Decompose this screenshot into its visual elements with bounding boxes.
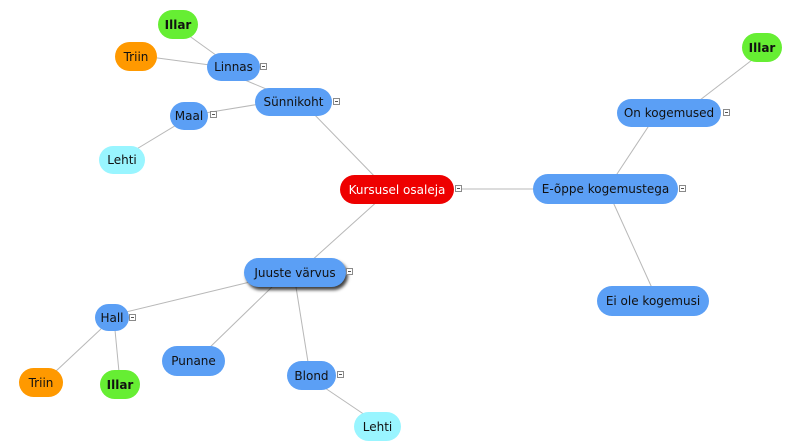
connector-juuste-hall [125,281,251,313]
collapse-toggle-icon[interactable] [346,268,353,275]
connector-maal-lehti [134,123,179,151]
connector-central-synnikoht [309,109,381,183]
connector-central-juuste [309,198,381,263]
node-hall[interactable]: Hall [95,304,129,331]
connector-onkogemused-illar [699,59,753,101]
collapse-toggle-icon[interactable] [679,185,686,192]
node-triin-hall[interactable]: Triin [19,368,63,397]
collapse-toggle-icon[interactable] [337,371,344,378]
node-maal[interactable]: Maal [170,102,208,130]
node-blond[interactable]: Blond [287,361,336,390]
connector-blond-lehti [324,387,366,416]
connector-eoppe-eiole [612,201,653,289]
connector-juuste-punane [204,286,273,353]
node-illar-linnas[interactable]: Illar [158,10,198,39]
node-lehti-blond[interactable]: Lehti [354,412,401,441]
collapse-toggle-icon[interactable] [260,63,267,70]
connector-hall-illar [114,329,120,373]
collapse-toggle-icon[interactable] [455,185,462,192]
collapse-toggle-icon[interactable] [129,314,136,321]
node-eoppe-kogemustega[interactable]: E-õppe kogemustega [533,174,678,204]
node-triin-linnas[interactable]: Triin [115,42,157,71]
node-linnas[interactable]: Linnas [207,53,260,81]
connector-hall-triin [54,327,103,373]
node-illar-hall[interactable]: Illar [100,370,140,399]
connector-juuste-blond [295,286,309,363]
central-topic-node[interactable]: Kursusel osaleja [340,175,454,204]
node-juuste-varvus[interactable]: Juuste värvus [244,258,346,287]
node-lehti-maal[interactable]: Lehti [99,146,145,174]
collapse-toggle-icon[interactable] [333,98,340,105]
node-on-kogemused[interactable]: On kogemused [617,99,721,127]
node-synnikoht[interactable]: Sünnikoht [255,88,332,116]
connector-linnas-triin [149,56,211,66]
node-ei-ole-kogemusi[interactable]: Ei ole kogemusi [597,286,709,316]
node-punane[interactable]: Punane [162,346,225,376]
node-illar-kogemused[interactable]: Illar [742,33,782,62]
collapse-toggle-icon[interactable] [210,111,217,118]
connector-eoppe-onkogemused [614,123,651,178]
collapse-toggle-icon[interactable] [723,109,730,116]
